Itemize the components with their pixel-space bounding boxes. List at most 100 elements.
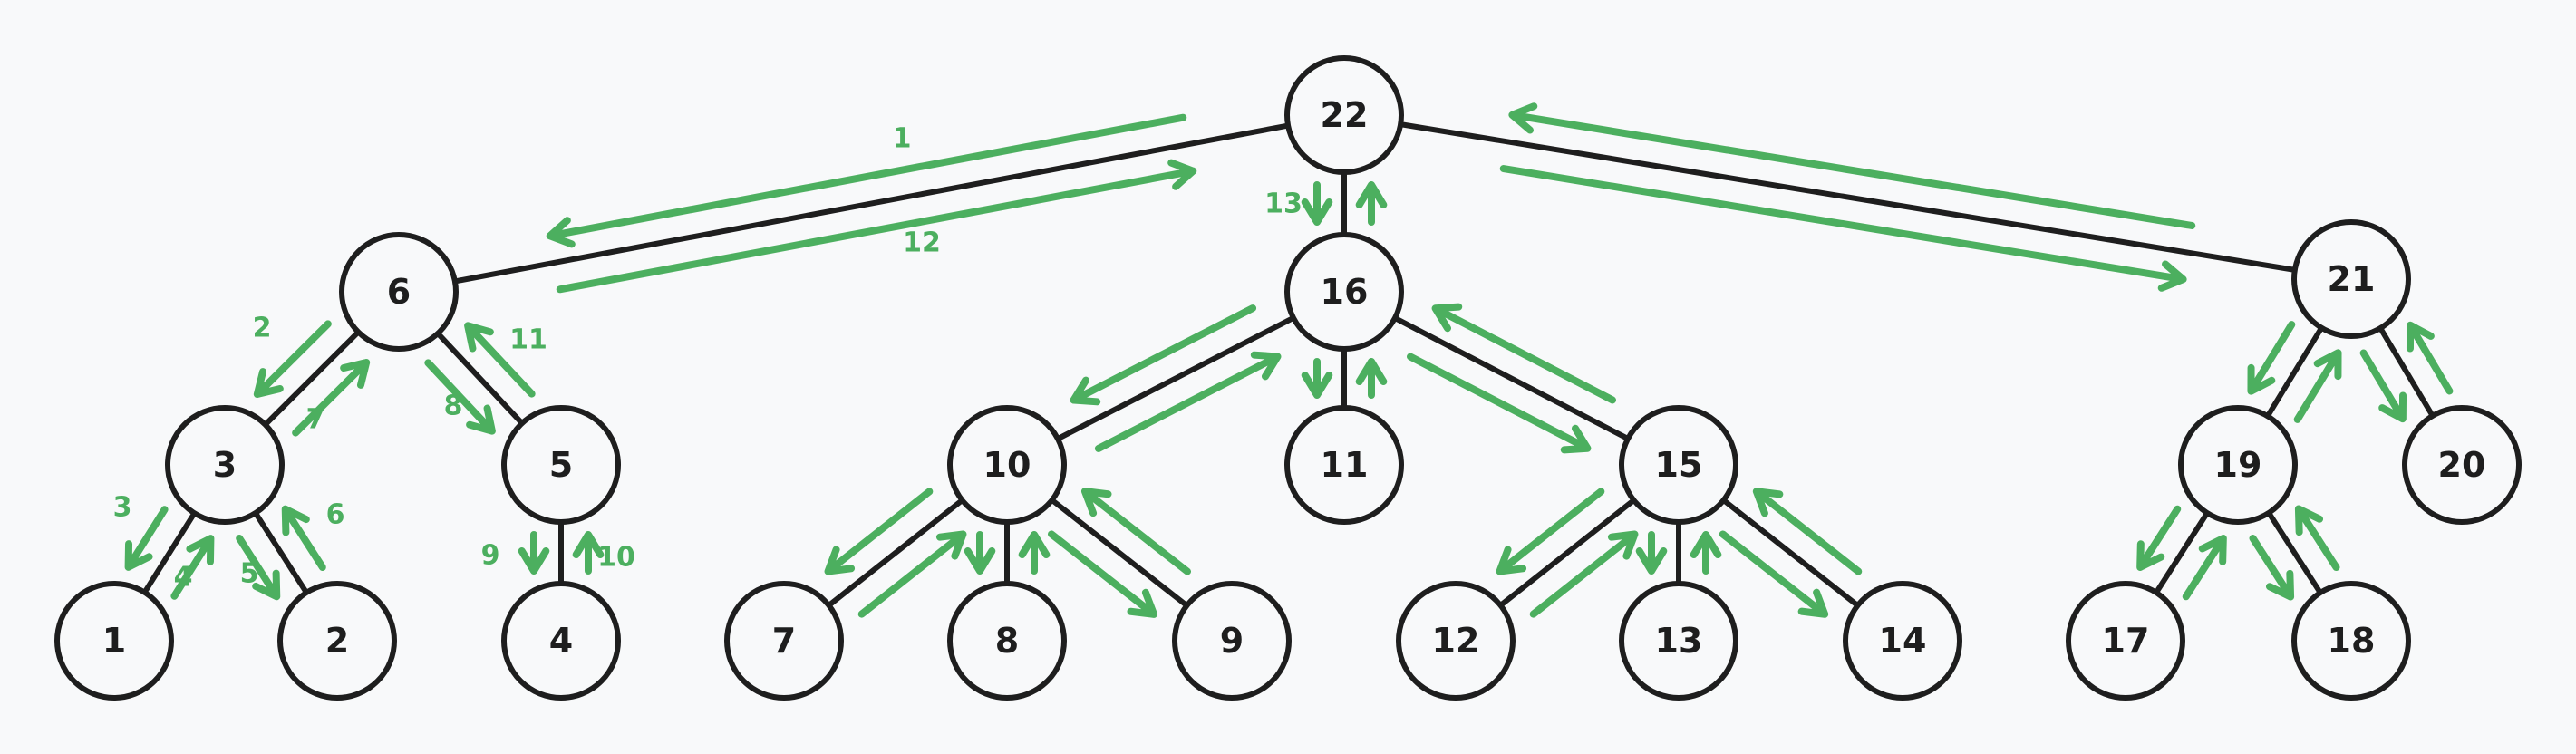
step-label-10: 10 — [597, 542, 635, 574]
arrow-down-10-9 — [1047, 530, 1158, 618]
node-label: 22 — [1321, 95, 1369, 135]
arrow-down-19-18 — [2249, 534, 2295, 601]
node-circle — [1619, 405, 1738, 525]
arrow-up-21-20 — [2406, 321, 2454, 395]
arrow-down-15-12 — [1496, 488, 1605, 575]
node-label: 17 — [2102, 621, 2150, 661]
node-circle — [2178, 405, 2298, 525]
tree-node-16: 16 — [1284, 232, 1404, 352]
node-label: 8 — [995, 621, 1019, 661]
arrow-down-6-3 — [253, 320, 332, 399]
step-label-3: 3 — [113, 492, 132, 524]
edge-10-9 — [1049, 497, 1190, 609]
step-label-2: 2 — [253, 313, 272, 344]
node-circle — [1284, 232, 1404, 352]
step-label-11: 11 — [509, 324, 547, 356]
arrow-up-15-14 — [1752, 488, 1863, 575]
step-label-7: 7 — [306, 404, 325, 436]
node-label: 2 — [325, 621, 349, 661]
edge-6-3 — [262, 329, 362, 428]
step-label-12: 12 — [903, 227, 941, 259]
edge-6-5 — [435, 330, 525, 427]
edge-22-6 — [451, 122, 1292, 285]
node-circle — [165, 405, 285, 525]
node-circle — [1843, 581, 1962, 701]
arrow-down-16-11 — [1301, 358, 1333, 399]
node-label: 16 — [1321, 272, 1369, 312]
node-circle — [1284, 55, 1404, 175]
node-label: 21 — [2328, 259, 2376, 299]
node-circle — [724, 581, 844, 701]
tree-node-14: 14 — [1843, 581, 1962, 701]
arrow-down-22-16 — [1301, 181, 1333, 226]
tree-node-15: 15 — [1619, 405, 1738, 525]
arrow-down-10-7 — [824, 488, 934, 575]
arrow-up-5-4 — [572, 531, 605, 575]
node-circle — [54, 581, 174, 701]
node-label: 15 — [1655, 445, 1703, 485]
node-label: 13 — [1655, 621, 1703, 661]
arrow-up-6-3 — [292, 358, 371, 437]
arrow-down-10-8 — [964, 531, 996, 575]
node-label: 5 — [549, 445, 573, 485]
arrow-down-15-14 — [1719, 530, 1829, 618]
arrow-down-19-17 — [2136, 505, 2182, 571]
arrow-down-21-19 — [2247, 321, 2296, 395]
arrow-down-5-4 — [518, 531, 550, 575]
node-circle — [1172, 581, 1292, 701]
edge-19-17 — [2153, 510, 2211, 595]
arrow-down-16-15 — [1407, 353, 1592, 454]
arrow-up-22-16 — [1355, 181, 1388, 226]
node-circle — [2066, 581, 2185, 701]
edge-21-19 — [2264, 324, 2325, 420]
arrow-down-6-5 — [424, 359, 496, 435]
tree-node-4: 4 — [501, 581, 621, 701]
node-label: 18 — [2328, 621, 2376, 661]
edge-19-18 — [2266, 509, 2323, 596]
node-label: 7 — [772, 621, 796, 661]
edge-16-15 — [1391, 314, 1632, 442]
tree-node-19: 19 — [2178, 405, 2298, 525]
tree-node-22: 22 — [1284, 55, 1404, 175]
edge-21-20 — [2377, 325, 2436, 419]
node-label: 12 — [1432, 621, 1480, 661]
tree-node-7: 7 — [724, 581, 844, 701]
edge-3-1 — [141, 510, 198, 595]
arrow-up-19-18 — [2294, 505, 2340, 572]
tree-node-9: 9 — [1172, 581, 1292, 701]
arrow-up-10-8 — [1018, 531, 1051, 575]
node-circle — [2402, 405, 2522, 525]
node-circle — [1619, 581, 1738, 701]
node-label: 19 — [2214, 445, 2262, 485]
arrow-down-3-1 — [124, 506, 169, 571]
node-circle — [947, 581, 1067, 701]
tree-node-10: 10 — [947, 405, 1067, 525]
tree-node-2: 2 — [277, 581, 397, 701]
tree-node-3: 3 — [165, 405, 285, 525]
arrow-up-3-1 — [170, 535, 215, 600]
step-label-9: 9 — [481, 540, 500, 572]
arrow-up-10-7 — [857, 530, 967, 618]
tree-node-20: 20 — [2402, 405, 2522, 525]
arrow-up-6-5 — [464, 322, 536, 398]
arrow-down-22-21 — [1499, 165, 2187, 292]
step-label-13: 13 — [1264, 188, 1303, 220]
arrow-down-16-10 — [1070, 304, 1257, 406]
node-circle — [2291, 581, 2411, 701]
arrow-down-15-13 — [1635, 531, 1668, 575]
node-circle — [501, 405, 621, 525]
traversal-arrows-layer — [124, 102, 2454, 618]
arrow-down-22-6 — [546, 113, 1187, 248]
edge-10-7 — [826, 498, 965, 608]
tree-node-17: 17 — [2066, 581, 2185, 701]
node-circle — [947, 405, 1067, 525]
tree-node-1: 1 — [54, 581, 174, 701]
node-circle — [1396, 581, 1516, 701]
arrow-up-21-19 — [2293, 349, 2342, 423]
node-circle — [277, 581, 397, 701]
node-label: 10 — [983, 445, 1031, 485]
arrow-up-16-11 — [1355, 358, 1388, 399]
arrow-up-22-6 — [556, 159, 1197, 294]
